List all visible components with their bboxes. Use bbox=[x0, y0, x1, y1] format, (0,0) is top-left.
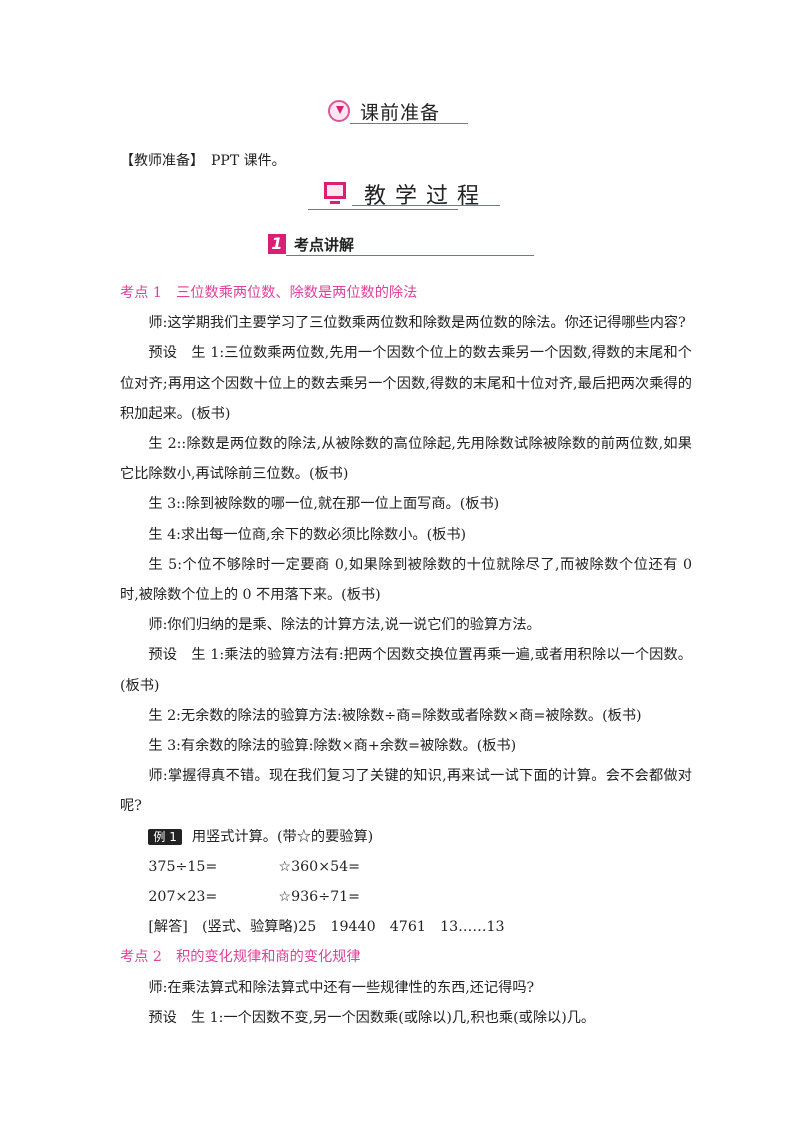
answer: [解答] (竖式、验算略)25 19440 4761 13……13 bbox=[148, 919, 505, 936]
key-point-1: 考点 1 三位数乘两位数、除数是两位数的除法 bbox=[120, 285, 418, 301]
prep-title: 课前准备 bbox=[360, 102, 441, 124]
divider bbox=[352, 205, 500, 206]
example-text: 用竖式计算。(带☆的要验算) bbox=[191, 828, 374, 845]
calc-item: 207×23= bbox=[148, 889, 218, 906]
paragraph: 师:你们归纳的是乘、除法的计算方法,说一说它们的验算方法。 bbox=[148, 617, 541, 634]
paragraph: 预设 生 1:一个因数不变,另一个因数乘(或除以)几,积也乘(或除以)几。 bbox=[148, 1009, 596, 1026]
subsection-heading: 1 考点讲解 bbox=[268, 234, 534, 258]
monitor-icon bbox=[324, 182, 346, 204]
subsection-title: 考点讲解 bbox=[294, 236, 355, 254]
document-body: 考点 1 三位数乘两位数、除数是两位数的除法 师:这学期我们主要学习了三位数乘两… bbox=[120, 278, 692, 1033]
divider bbox=[308, 209, 458, 210]
paragraph: 生 3::除到被除数的哪一位,就在那一位上面写商。(板书) bbox=[148, 496, 500, 513]
calc-row: 375÷15= ☆360×54= bbox=[120, 852, 692, 882]
calc-row: 207×23= ☆936÷71= bbox=[120, 882, 692, 912]
process-title: 教学过程 bbox=[364, 184, 489, 209]
paragraph: 师:掌握得真不错。现在我们复习了关键的知识,再来试一试下面的计算。会不会都做对呢… bbox=[120, 768, 692, 815]
example-badge: 例 1 bbox=[148, 828, 182, 845]
calc-item: 375÷15= bbox=[148, 858, 218, 875]
paragraph: 生 3:有余数的除法的验算:除数×商+余数=被除数。(板书) bbox=[148, 738, 517, 755]
paragraph: 预设 生 1:乘法的验算方法有:把两个因数交换位置再乘一遍,或者用积除以一个因数… bbox=[120, 647, 692, 694]
download-icon bbox=[328, 100, 350, 122]
paragraph: 生 2:无余数的除法的验算方法:被除数÷商=除数或者除数×商=被除数。(板书) bbox=[148, 707, 642, 724]
calc-item: ☆936÷71= bbox=[278, 889, 361, 906]
example-1: 例 1 用竖式计算。(带☆的要验算) bbox=[120, 822, 692, 852]
paragraph: 师:这学期我们主要学习了三位数乘两位数和除数是两位数的除法。你还记得哪些内容? bbox=[148, 315, 686, 332]
section-heading-prep: 课前准备 bbox=[328, 98, 468, 128]
section-number-badge: 1 bbox=[268, 234, 286, 254]
calc-item: ☆360×54= bbox=[278, 858, 361, 875]
teacher-prep: 【教师准备】 PPT 课件。 bbox=[120, 153, 286, 169]
paragraph: 预设 生 1:三位数乘两位数,先用一个因数个位上的数去乘另一个因数,得数的末尾和… bbox=[120, 345, 692, 422]
paragraph: 生 5:个位不够除时一定要商 0,如果除到被除数的十位就除尽了,而被除数个位还有… bbox=[120, 556, 692, 604]
divider bbox=[350, 123, 468, 124]
divider bbox=[286, 255, 534, 256]
paragraph: 生 2::除数是两位数的除法,从被除数的高位除起,先用除数试除被除数的前两位数,… bbox=[120, 436, 692, 483]
paragraph: 师:在乘法算式和除法算式中还有一些规律性的东西,还记得吗? bbox=[148, 979, 535, 996]
paragraph: 生 4:求出每一位商,余下的数必须比除数小。(板书) bbox=[148, 526, 467, 543]
section-heading-process: 教学过程 bbox=[308, 178, 500, 212]
key-point-2: 考点 2 积的变化规律和商的变化规律 bbox=[120, 949, 361, 966]
